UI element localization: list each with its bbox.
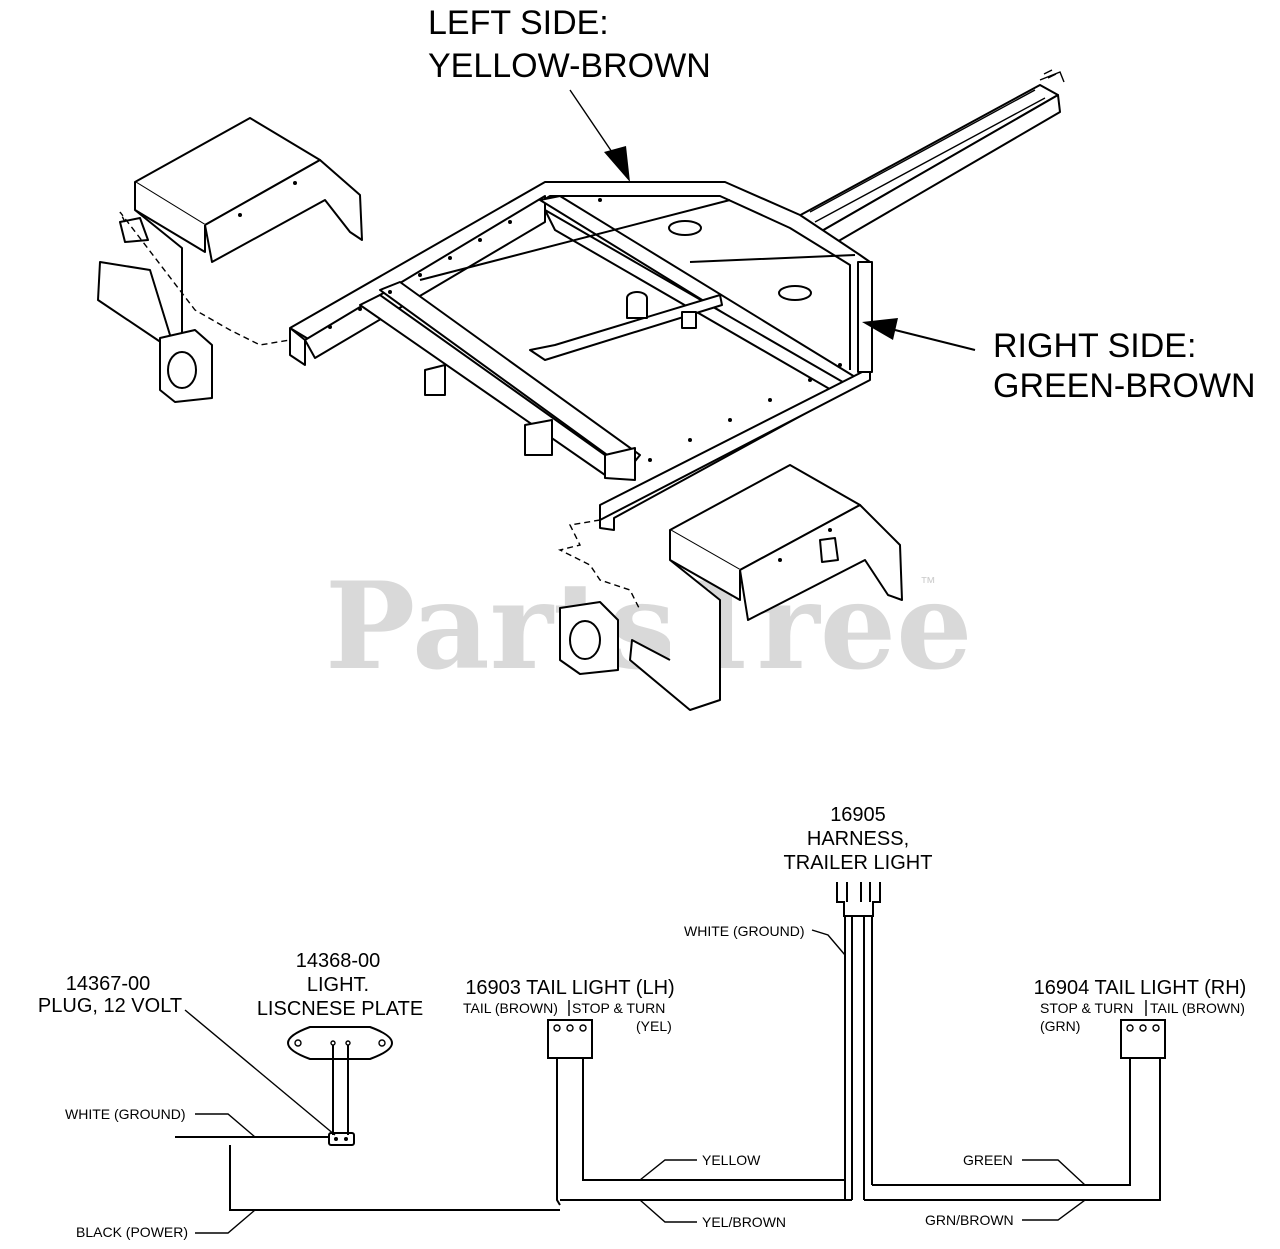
harness-name-line1: HARNESS, (807, 828, 909, 850)
plate-light-body (286, 1026, 394, 1060)
wiring-schematic: 16905 HARNESS, TRAILER LIGHT WHITE (GROU… (38, 804, 1246, 1240)
black-power-wire (229, 1145, 560, 1211)
plate-light-connector (328, 1132, 355, 1146)
harness-white-ground-label: WHITE (GROUND) (684, 923, 805, 939)
harness-name-line2: TRAILER LIGHT (784, 852, 933, 874)
tail-rh-term-left-color: (GRN) (1040, 1018, 1080, 1034)
right-wire-run (557, 519, 641, 611)
tail-rh-term-right: TAIL (BROWN) (1150, 1000, 1245, 1016)
plug-name: PLUG, 12 VOLT (38, 995, 182, 1017)
green-wire-label: GREEN (963, 1152, 1013, 1168)
left-side-label-line1: LEFT SIDE: (428, 4, 609, 42)
tail-lh-title: 16903 TAIL LIGHT (LH) (465, 977, 674, 999)
plate-light-part-number: 14368-00 (296, 950, 381, 972)
white-ground-leader (195, 1113, 256, 1138)
plug-14367-00: 14367-00 PLUG, 12 VOLT (38, 973, 336, 1136)
plate-light-name-line2: LISCNESE PLATE (257, 998, 423, 1020)
tail-rh-term-left: STOP & TURN (1040, 1000, 1133, 1016)
harness-16905: 16905 HARNESS, TRAILER LIGHT (784, 804, 933, 1200)
tail-light-rh-16904: 16904 TAIL LIGHT (RH) STOP & TURN (GRN) … (864, 977, 1247, 1201)
yel-brown-wire-label: YEL/BROWN (702, 1214, 786, 1230)
plug-leader (184, 1009, 336, 1136)
left-fender (97, 117, 363, 403)
trailer-frame-illustration (97, 69, 1065, 711)
left-side-arrowhead (604, 146, 630, 182)
harness-white-ground-leader (811, 929, 846, 956)
plate-light-14368-00: 14368-00 LIGHT. LISCNESE PLATE (257, 950, 423, 1146)
frame-outer (289, 181, 873, 531)
left-wire-run (119, 211, 291, 346)
tail-lh-term-right-color: (YEL) (636, 1018, 672, 1034)
plug-part-number: 14367-00 (66, 973, 151, 995)
grn-brown-wire-leader (1022, 1199, 1086, 1221)
grn-brown-wire-label: GRN/BROWN (925, 1212, 1014, 1228)
tail-lh-connector (547, 1019, 593, 1059)
harness-part-number: 16905 (830, 804, 886, 826)
right-side-arrowhead (862, 318, 898, 340)
left-side-leader (569, 89, 615, 156)
tail-rh-title: 16904 TAIL LIGHT (RH) (1034, 977, 1247, 999)
left-side-callout: LEFT SIDE: YELLOW-BROWN (428, 4, 711, 182)
black-power-label: BLACK (POWER) (76, 1224, 188, 1240)
left-side-label-line2: YELLOW-BROWN (428, 47, 711, 85)
right-side-label-line1: RIGHT SIDE: (993, 327, 1196, 365)
black-power-leader (195, 1209, 256, 1234)
right-side-leader (894, 329, 976, 351)
yellow-wire-leader (639, 1159, 697, 1181)
right-fender (559, 464, 903, 711)
tail-lh-term-left: TAIL (BROWN) (463, 1000, 558, 1016)
trailer-tongue (794, 69, 1065, 247)
yel-brown-wire-leader (639, 1199, 697, 1223)
right-side-label-line2: GREEN-BROWN (993, 367, 1256, 405)
harness-connector (836, 882, 881, 917)
yellow-wire-label: YELLOW (702, 1152, 761, 1168)
white-ground-label: WHITE (GROUND) (65, 1106, 186, 1122)
tail-light-lh-16903: 16903 TAIL LIGHT (LH) TAIL (BROWN) STOP … (463, 977, 852, 1206)
green-wire-leader (1022, 1159, 1086, 1186)
frame-bolt-holes (328, 198, 842, 462)
plate-light-name-line1: LIGHT. (307, 974, 369, 996)
tail-lh-term-right: STOP & TURN (572, 1000, 665, 1016)
right-side-callout: RIGHT SIDE: GREEN-BROWN (862, 318, 1256, 405)
trademark-symbol: ™ (920, 575, 936, 592)
tail-rh-connector (1120, 1019, 1166, 1059)
